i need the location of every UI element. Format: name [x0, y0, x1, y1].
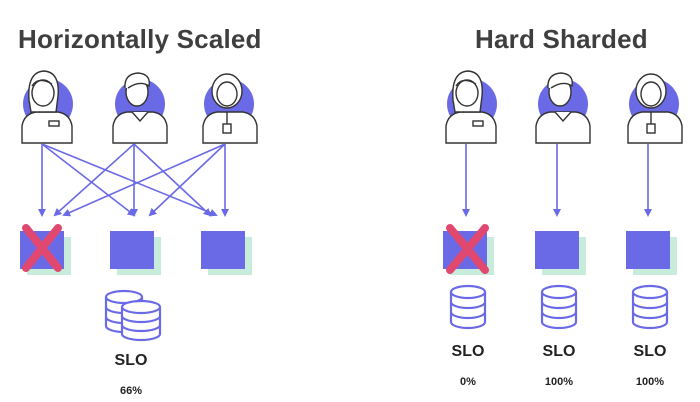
database-icon [449, 284, 487, 330]
server-square-icon [626, 231, 677, 275]
server-square-icon [535, 231, 586, 275]
horizontally-scaled-title: Horizontally Scaled [18, 24, 262, 54]
arrow [133, 143, 212, 217]
failure-x-icon [446, 224, 489, 274]
person-icon [535, 72, 591, 144]
left-arrows [38, 143, 229, 217]
person-icon [627, 73, 683, 144]
arrow [41, 143, 136, 217]
slo-value: 100% [544, 376, 574, 388]
database-icon [540, 284, 578, 330]
database-icon [631, 284, 669, 330]
arrow [41, 143, 218, 217]
hard-sharded-title: Hard Sharded [475, 24, 648, 54]
slo-value: 66% [119, 385, 143, 397]
person-icon [21, 70, 73, 144]
slo-label: SLO [451, 343, 485, 360]
slo-value: 0% [460, 376, 476, 388]
person-icon [445, 70, 497, 144]
slo-label: SLO [114, 352, 148, 369]
database-icon [120, 299, 162, 342]
arrow [53, 143, 135, 217]
server-square-icon [201, 231, 252, 275]
right-arrows [462, 144, 652, 217]
slo-label: SLO [542, 343, 576, 360]
slo-label: SLO [633, 343, 667, 360]
failure-x-icon [22, 224, 62, 272]
arrow [62, 143, 226, 217]
server-square-icon [110, 231, 161, 275]
arrow [148, 143, 226, 217]
person-icon [112, 72, 168, 144]
slo-value: 100% [635, 376, 665, 388]
person-icon [202, 73, 258, 144]
